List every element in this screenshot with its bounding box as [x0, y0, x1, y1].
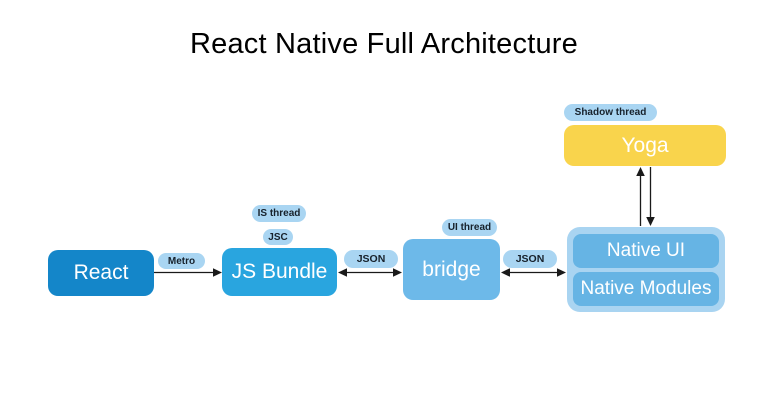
node-js-bundle-label: JS Bundle — [231, 260, 328, 283]
node-native-modules-label: Native Modules — [580, 277, 712, 299]
arrow-yoga-to-native-down — [646, 167, 655, 226]
node-js-bundle: JS Bundle — [222, 248, 337, 296]
node-native-ui: Native UI — [573, 233, 719, 268]
badge-ui-thread: UI thread — [442, 219, 497, 236]
diagram-title: React Native Full Architecture — [190, 28, 578, 60]
node-yoga: Yoga — [564, 125, 726, 166]
arrow-jsbundle-bridge-bidirectional — [338, 268, 402, 277]
node-native-ui-label: Native UI — [606, 239, 686, 261]
badge-shadow-thread: Shadow thread — [564, 104, 657, 121]
node-react-label: React — [73, 261, 129, 284]
arrow-bridge-native-bidirectional — [501, 268, 566, 277]
node-yoga-label: Yoga — [621, 133, 669, 157]
arrow-native-to-yoga-up — [636, 167, 645, 226]
node-react: React — [48, 250, 154, 296]
node-bridge: bridge — [403, 239, 500, 300]
arrow-react-to-jsbundle — [154, 268, 222, 277]
badge-jsc: JSC — [263, 229, 293, 245]
edge-label-metro: Metro — [158, 253, 205, 269]
node-bridge-label: bridge — [422, 257, 481, 281]
edge-label-json-left: JSON — [344, 250, 398, 268]
badge-is-thread: IS thread — [252, 205, 306, 222]
node-native-modules: Native Modules — [573, 271, 719, 306]
node-native-group: Native UI Native Modules — [567, 227, 725, 312]
edge-label-json-right: JSON — [503, 250, 557, 268]
